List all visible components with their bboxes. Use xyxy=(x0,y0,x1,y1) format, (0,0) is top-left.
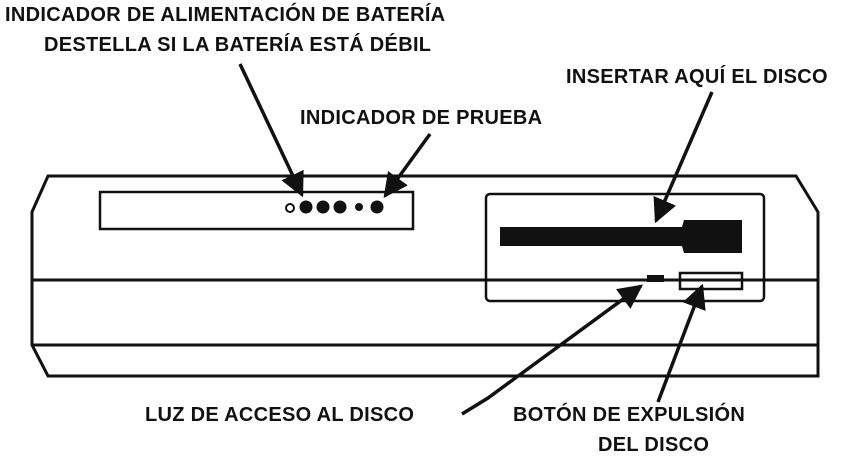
disk-access-light xyxy=(647,275,664,282)
eject-button-label-line1: BOTÓN DE EXPULSIÓN xyxy=(513,404,746,426)
drive-outer-shell xyxy=(30,174,820,378)
indicator-panel xyxy=(98,190,415,231)
indicator-lights xyxy=(285,200,384,214)
test-indicator-light xyxy=(370,200,384,214)
test-indicator-label: INDICADOR DE PRUEBA xyxy=(300,107,543,129)
eject-button-label-line2: DEL DISCO xyxy=(598,434,710,456)
disk-slot-opening xyxy=(500,220,742,253)
insert-disk-label: INSERTAR AQUÍ EL DISCO xyxy=(566,66,828,88)
drive-body xyxy=(30,174,820,378)
disk-access-light-label: LUZ DE ACCESO AL DISCO xyxy=(145,404,415,426)
indicator-light-1 xyxy=(299,200,313,214)
battery-indicator-label-line1: INDICADOR DE ALIMENTACIÓN DE BATERÍA xyxy=(5,4,446,26)
indicator-light-3 xyxy=(333,200,347,214)
indicator-light-2 xyxy=(316,200,330,214)
indicator-light-4 xyxy=(355,203,363,211)
test-indicator-arrow xyxy=(383,132,432,198)
eject-button xyxy=(678,271,744,291)
access-light-arrow xyxy=(461,284,643,416)
eject-button-arrow xyxy=(656,283,706,403)
disk-slot xyxy=(500,220,742,253)
battery-indicator-arrow xyxy=(238,63,304,198)
battery-indicator-label-line2: DESTELLA SI LA BATERÍA ESTÁ DÉBIL xyxy=(44,34,432,56)
callout-arrows xyxy=(238,63,714,416)
power-light-small xyxy=(285,203,295,213)
insert-disk-arrow xyxy=(653,91,714,224)
